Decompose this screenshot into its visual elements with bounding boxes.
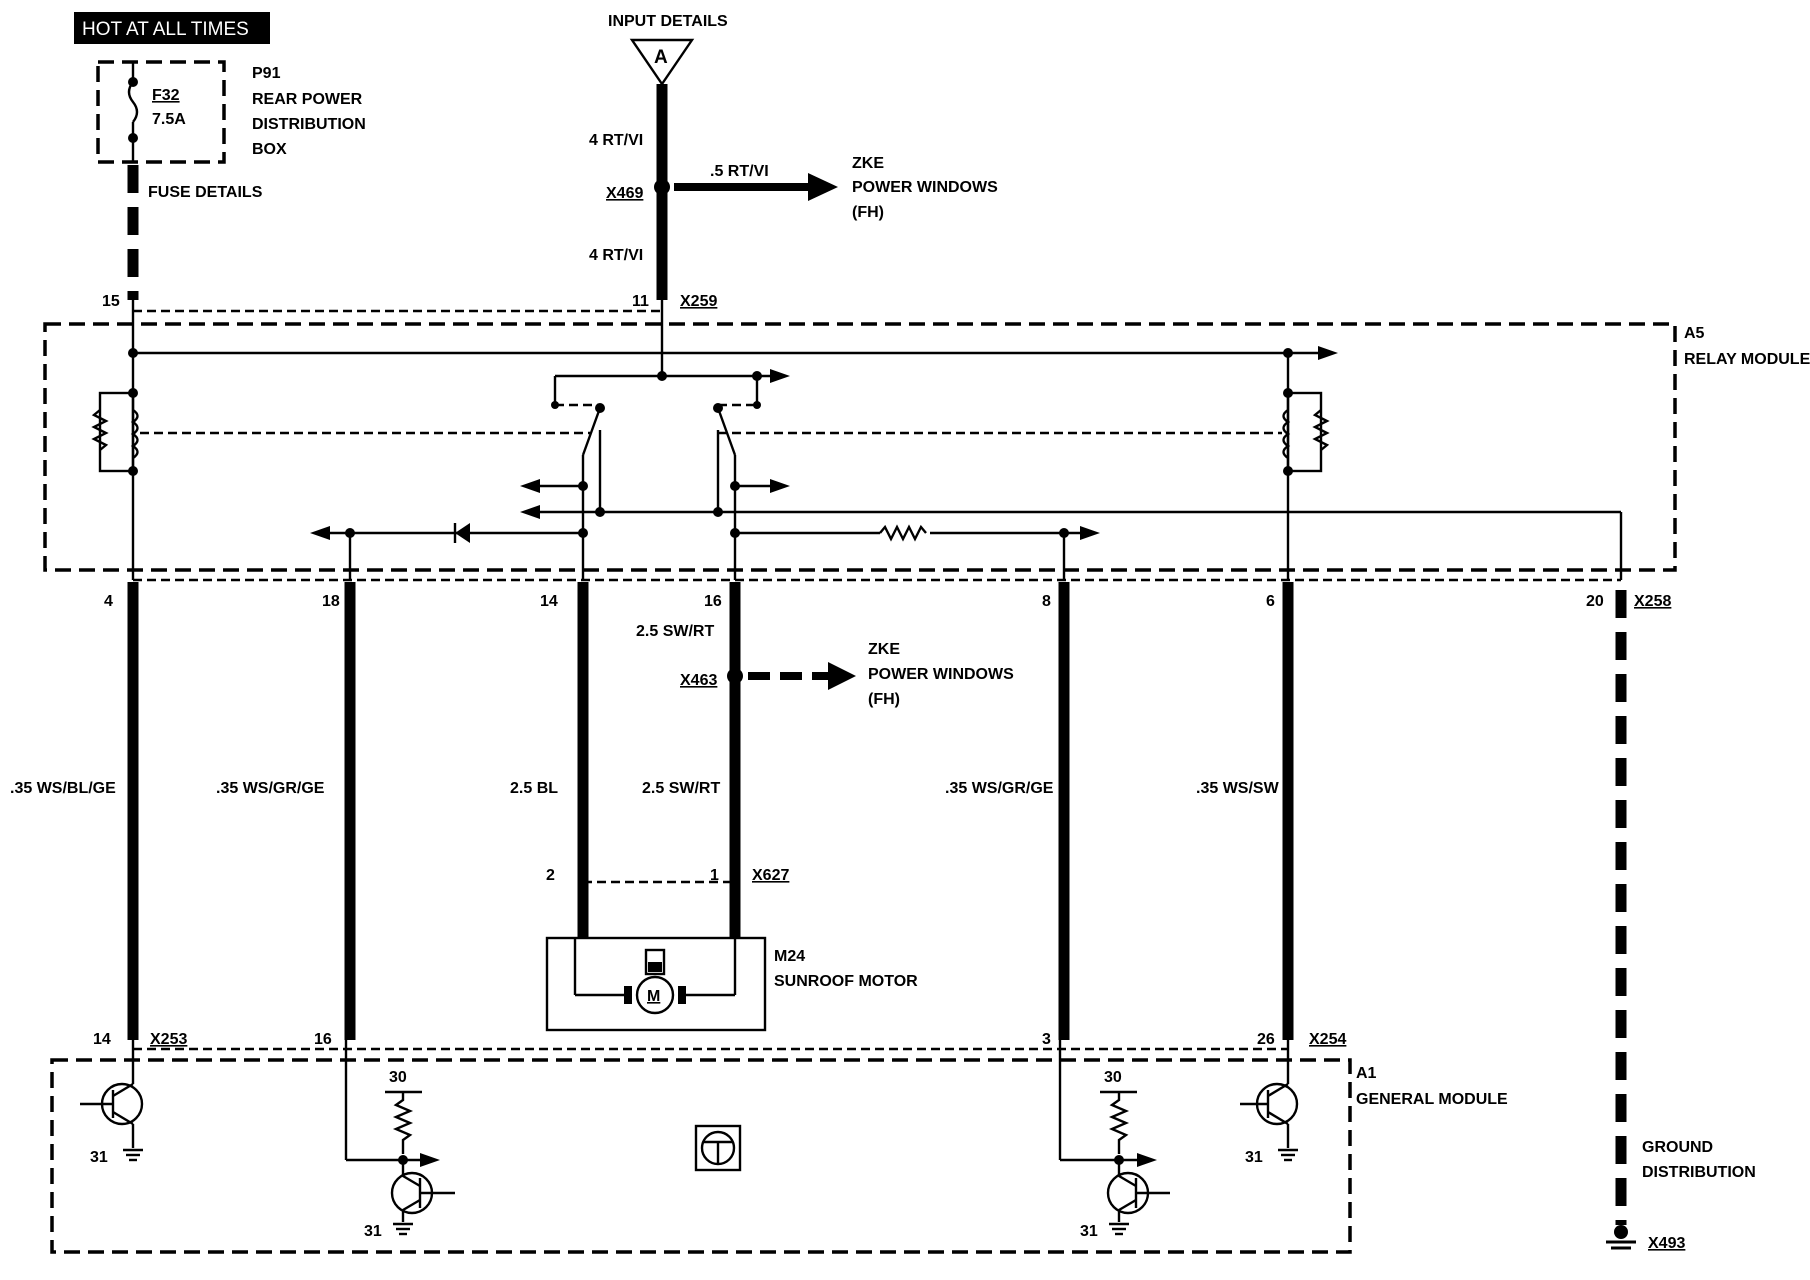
m24-sunroof-motor: M — [545, 936, 767, 1032]
a1-pin-3: 3 — [1042, 1031, 1051, 1048]
splice-x469 — [654, 179, 670, 195]
pin-8: 8 — [1042, 593, 1051, 610]
splice-x469-label: X469 — [606, 185, 643, 202]
zke1-line2: POWER WINDOWS — [852, 179, 998, 196]
p91-fuse-box: F32 7.5A P91 REAR POWER DISTRIBUTION BOX — [96, 60, 366, 164]
relay-coil-icon — [91, 388, 139, 476]
a1-pin-16: 16 — [314, 1031, 332, 1048]
fuse-icon — [127, 62, 139, 162]
a1-pin-14: 14 — [93, 1031, 111, 1048]
ground-line1: GROUND — [1642, 1139, 1713, 1156]
motor-pin-1: 1 — [710, 867, 719, 884]
zke2-line1: ZKE — [868, 641, 900, 658]
svg-text:HOT AT ALL TIMES: HOT AT ALL TIMES — [82, 19, 249, 40]
motor-indicator-icon — [644, 948, 666, 976]
transistor-icon — [80, 1040, 144, 1148]
arrow-icon — [828, 662, 856, 690]
splice-x463 — [727, 668, 743, 684]
zke2-line3: (FH) — [868, 691, 900, 708]
svg-text:A: A — [654, 47, 668, 68]
a1-name: GENERAL MODULE — [1356, 1091, 1508, 1108]
connector-x253: X253 — [150, 1031, 187, 1048]
a1-id: A1 — [1356, 1065, 1377, 1082]
m24-name: SUNROOF MOTOR — [774, 973, 918, 990]
p91-line2: DISTRIBUTION — [252, 116, 366, 133]
wire-label-upper: 4 RT/VI — [589, 132, 643, 149]
terminal-31-a: 31 — [90, 1149, 108, 1166]
terminal-31-c: 31 — [1080, 1223, 1098, 1240]
input-details-label: INPUT DETAILS — [608, 13, 728, 30]
fuse-details-label: FUSE DETAILS — [148, 184, 263, 201]
ground-icon — [1109, 1222, 1129, 1236]
wire-label-w1: .35 WS/BL/GE — [10, 780, 116, 797]
terminal-30-b: 30 — [1104, 1069, 1122, 1086]
pin-20: 20 — [1586, 593, 1604, 610]
wire-label-w4-top: 2.5 SW/RT — [636, 623, 714, 640]
connector-x493: X493 — [1648, 1235, 1685, 1252]
p91-id: P91 — [252, 65, 281, 82]
a5-id: A5 — [1684, 325, 1705, 342]
connector-x627: X627 — [752, 867, 789, 884]
wire-label-w2: .35 WS/GR/GE — [216, 780, 325, 797]
a5-relay-module-box — [43, 322, 1677, 572]
pin-16: 16 — [704, 593, 722, 610]
fuse-id: F32 — [152, 87, 180, 104]
a1-pin-26: 26 — [1257, 1031, 1275, 1048]
wire-label-w4: 2.5 SW/RT — [642, 780, 720, 797]
terminal-31-d: 31 — [1245, 1149, 1263, 1166]
wire-label-branch: .5 RT/VI — [710, 163, 769, 180]
ground-icon — [393, 1222, 413, 1236]
wire-label-w5: .35 WS/GR/GE — [945, 780, 1054, 797]
steering-wheel-icon — [694, 1124, 742, 1172]
m24-id: M24 — [774, 948, 805, 965]
splice-x463-label: X463 — [680, 672, 717, 689]
zke1-line1: ZKE — [852, 155, 884, 172]
a1-pullup-right — [1058, 1040, 1170, 1236]
ground-icon — [123, 1148, 143, 1162]
terminal-30-a: 30 — [389, 1069, 407, 1086]
resistor-icon — [879, 524, 930, 542]
resistor-icon — [1108, 1092, 1130, 1154]
transistor-icon — [1106, 1171, 1170, 1222]
ground-icon — [1606, 1225, 1636, 1250]
a5-internal-wiring — [91, 300, 1623, 580]
input-connector-a: A — [629, 38, 695, 87]
wire-label-lower: 4 RT/VI — [589, 247, 643, 264]
zke1-line3: (FH) — [852, 204, 884, 221]
svg-text:M: M — [647, 988, 660, 1005]
motor-icon: M — [624, 975, 686, 1015]
pin-11: 11 — [632, 293, 649, 310]
a1-general-module-box — [50, 1058, 1352, 1254]
pin-4: 4 — [104, 593, 113, 610]
diode-icon — [453, 523, 470, 543]
wire-label-w3: 2.5 BL — [510, 780, 558, 797]
transistor-icon — [390, 1171, 455, 1222]
resistor-icon — [392, 1092, 414, 1154]
connector-x254: X254 — [1309, 1031, 1346, 1048]
pin-18: 18 — [322, 593, 340, 610]
connector-x259: X259 — [680, 293, 717, 310]
hot-at-all-times-label: HOT AT ALL TIMES — [74, 12, 270, 44]
terminal-31-b: 31 — [364, 1223, 382, 1240]
a5-name: RELAY MODULE — [1684, 351, 1810, 368]
fuse-rating: 7.5A — [152, 111, 186, 128]
motor-pin-2: 2 — [546, 867, 555, 884]
transistor-icon — [1240, 1040, 1299, 1148]
pin-6: 6 — [1266, 593, 1275, 610]
wire-label-w6: .35 WS/SW — [1196, 780, 1280, 797]
p91-line1: REAR POWER — [252, 91, 363, 108]
ground-icon — [1278, 1148, 1298, 1162]
pin-15: 15 — [102, 293, 120, 310]
a1-pullup-left — [344, 1040, 455, 1236]
p91-line3: BOX — [252, 141, 287, 158]
connector-x258: X258 — [1634, 593, 1671, 610]
arrow-icon — [808, 173, 838, 201]
pin-14: 14 — [540, 593, 558, 610]
zke2-line2: POWER WINDOWS — [868, 666, 1014, 683]
relay-coil-icon — [1282, 388, 1330, 476]
ground-line2: DISTRIBUTION — [1642, 1164, 1756, 1181]
